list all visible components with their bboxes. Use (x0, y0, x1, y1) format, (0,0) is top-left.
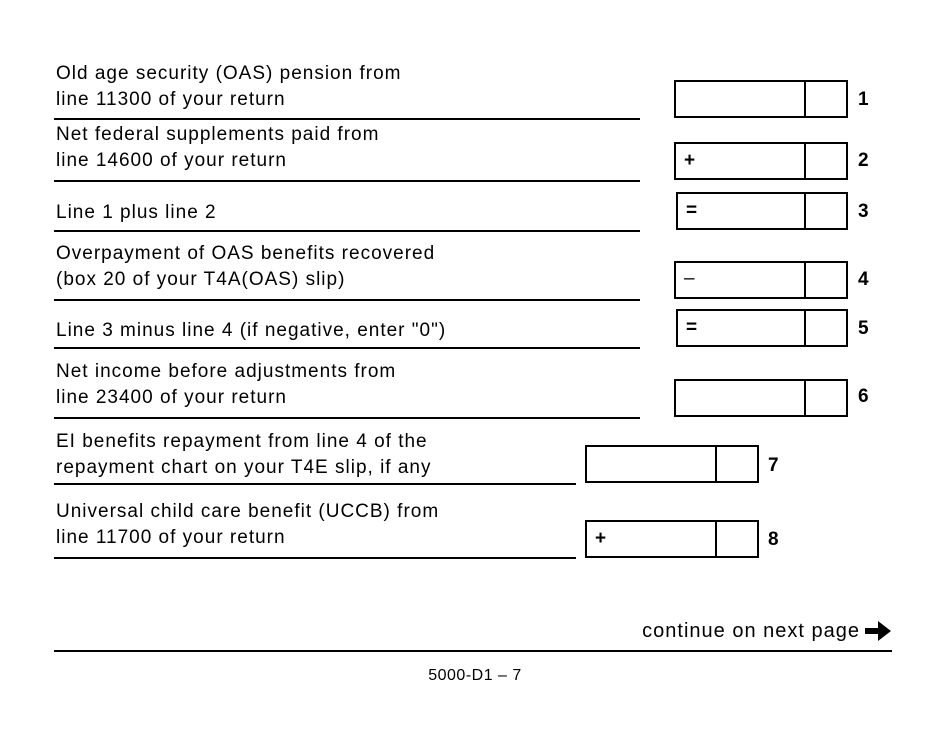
line-5-cents-field[interactable] (804, 311, 846, 345)
line-1-label: Old age security (OAS) pension from line… (56, 63, 402, 110)
line-4-rule (54, 299, 640, 301)
line-5-number: 5 (858, 318, 869, 339)
line-4-amount-field[interactable]: – (674, 261, 848, 299)
line-8-amount-field[interactable]: + (585, 520, 759, 558)
line-8-label: Universal child care benefit (UCCB) from… (56, 501, 440, 548)
line-2-amount-field[interactable]: + (674, 142, 848, 180)
line-7-cents-field[interactable] (715, 447, 757, 481)
plus-operator: + (684, 150, 696, 171)
line-2-label: Net federal supplements paid from line 1… (56, 124, 380, 171)
equals-operator: = (686, 317, 698, 338)
line-6-rule (54, 417, 640, 419)
line-1-amount-field[interactable] (674, 80, 848, 118)
line-2-rule (54, 180, 640, 182)
line-7-label: EI benefits repayment from line 4 of the… (56, 431, 432, 478)
minus-operator: – (684, 268, 695, 289)
line-7-rule (54, 483, 576, 485)
line-8-number: 8 (768, 529, 779, 550)
line-4-label: Overpayment of OAS benefits recovered (b… (56, 243, 436, 290)
line-4-number: 4 (858, 269, 869, 290)
line-3-rule (54, 230, 640, 232)
line-6-label: Net income before adjustments from line … (56, 361, 397, 408)
line-8-cents-field[interactable] (715, 522, 757, 556)
arrow-right-icon (865, 621, 891, 641)
line-5-amount-field[interactable]: = (676, 309, 848, 347)
line-6-cents-field[interactable] (804, 381, 846, 415)
equals-operator: = (686, 200, 698, 221)
line-7-number: 7 (768, 455, 779, 476)
line-1-number: 1 (858, 89, 869, 110)
continue-note: continue on next page (642, 619, 892, 643)
line-8-rule (54, 557, 576, 559)
line-5-rule (54, 347, 640, 349)
line-1-rule (54, 118, 640, 120)
line-2-number: 2 (858, 150, 869, 171)
line-4-cents-field[interactable] (804, 263, 846, 297)
line-6-amount-field[interactable] (674, 379, 848, 417)
line-6-number: 6 (858, 386, 869, 407)
line-7-amount-field[interactable] (585, 445, 759, 483)
page-identifier: 5000-D1 – 7 (428, 667, 522, 684)
line-5-label: Line 3 minus line 4 (if negative, enter … (56, 320, 447, 341)
line-3-cents-field[interactable] (804, 194, 846, 228)
footer-rule (54, 650, 892, 652)
line-2-cents-field[interactable] (804, 144, 846, 178)
line-3-label: Line 1 plus line 2 (56, 202, 217, 223)
plus-operator: + (595, 528, 607, 549)
line-1-cents-field[interactable] (804, 82, 846, 116)
line-3-number: 3 (858, 201, 869, 222)
line-3-amount-field[interactable]: = (676, 192, 848, 230)
continue-text: continue on next page (642, 620, 860, 642)
